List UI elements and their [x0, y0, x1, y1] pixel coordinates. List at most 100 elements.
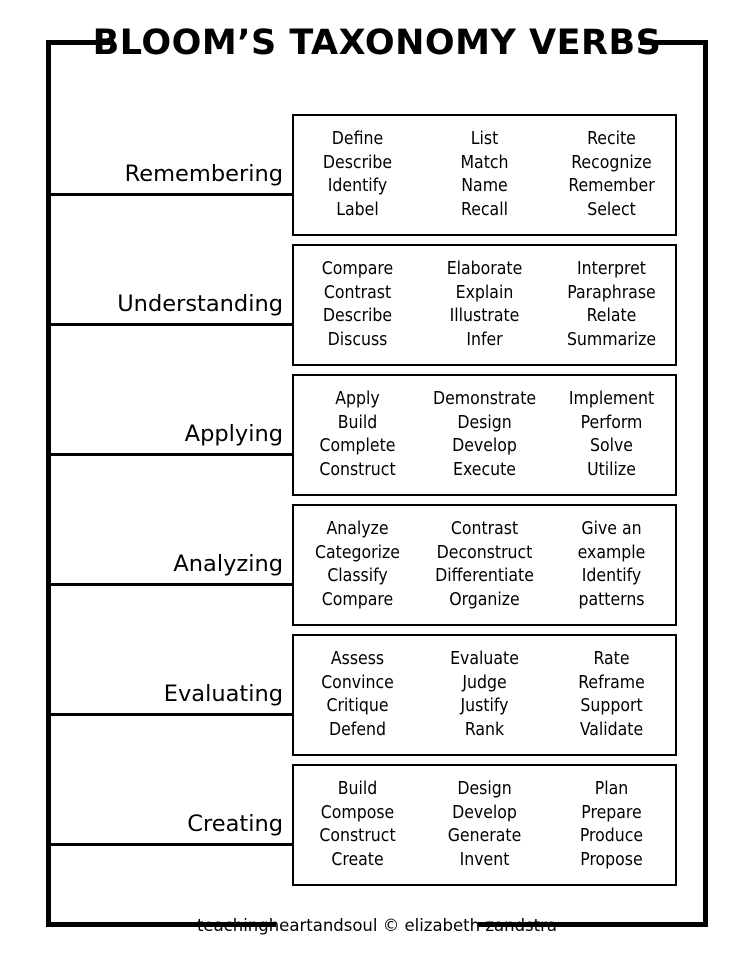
verb-item: Implement: [568, 389, 655, 409]
level-label-zone: Understanding: [46, 240, 297, 370]
verb-item: Convince: [321, 672, 394, 693]
verb-item: Discuss: [327, 329, 388, 350]
verb-item: Create: [331, 849, 384, 870]
verb-item: Invent: [459, 849, 510, 870]
level-divider-rule: [46, 193, 297, 196]
verb-item: Illustrate: [449, 306, 520, 326]
verb-item: Plan: [594, 779, 629, 799]
level-label: Evaluating: [163, 681, 283, 707]
level-divider-rule: [46, 843, 297, 846]
frame-left-edge: [46, 40, 51, 927]
verb-item: Explain: [455, 282, 514, 303]
verb-item: Identify: [327, 176, 388, 196]
verb-item: Categorize: [315, 542, 400, 563]
level-label: Remembering: [124, 161, 283, 187]
verb-item: Label: [336, 199, 379, 220]
verb-item: Compose: [320, 802, 395, 823]
verb-item: Differentiate: [435, 566, 534, 586]
verb-item: Assess: [330, 649, 385, 669]
verb-item: Compare: [321, 259, 394, 279]
verb-item: Rank: [464, 719, 505, 740]
verb-item: Organize: [449, 589, 520, 610]
level-label-zone: Applying: [46, 370, 297, 500]
verb-item: Apply: [335, 389, 380, 409]
verb-item: Analyze: [326, 519, 389, 539]
frame-right-edge: [703, 40, 708, 927]
verb-item: Develop: [452, 436, 517, 456]
verb-item: Demonstrate: [432, 389, 537, 409]
verb-item: Perform: [580, 412, 643, 433]
level-divider-rule: [46, 583, 297, 586]
verb-item: Deconstruct: [436, 542, 533, 563]
level-label-zone: Remembering: [46, 110, 297, 240]
verb-item: Describe: [322, 306, 393, 326]
verb-item: Recognize: [571, 152, 652, 173]
verb-item: Generate: [447, 826, 522, 846]
verb-item: Remember: [568, 176, 655, 196]
level-label: Understanding: [117, 291, 283, 317]
verb-item: Build: [337, 412, 378, 433]
verb-item: Identify patterns: [578, 566, 645, 610]
verb-item: Complete: [319, 436, 396, 456]
verb-item: Critique: [326, 696, 389, 716]
level-divider-rule: [46, 713, 297, 716]
level-divider-rule: [46, 323, 297, 326]
verb-item: Validate: [579, 719, 644, 740]
verb-item: Evaluate: [450, 649, 519, 669]
verb-item: Define: [331, 129, 384, 149]
level-label-zone: Analyzing: [46, 500, 297, 630]
frame-top-left-segment: [46, 40, 114, 45]
verb-item: Develop: [452, 802, 517, 823]
verb-item: List: [470, 129, 499, 149]
verb-item: Design: [457, 412, 512, 433]
verb-item: Produce: [579, 826, 644, 846]
verb-item: Name: [461, 176, 508, 196]
verb-item: Justify: [460, 696, 509, 716]
verb-item: Match: [460, 152, 509, 173]
verb-item: Reframe: [578, 672, 645, 693]
verb-item: Solve: [589, 436, 633, 456]
verb-item: Recall: [461, 199, 508, 220]
verb-item: Propose: [580, 849, 643, 870]
verb-item: Recite: [587, 129, 636, 149]
verb-item: Prepare: [581, 802, 642, 823]
verb-item: Construct: [319, 459, 396, 480]
verb-item: Contrast: [450, 519, 519, 539]
verb-item: Elaborate: [446, 259, 523, 279]
level-divider-rule: [46, 453, 297, 456]
verb-item: Infer: [466, 329, 503, 350]
verb-item: Give an example: [577, 519, 646, 563]
verb-item: Contrast: [323, 282, 392, 303]
frame-bottom-left-segment: [46, 922, 276, 927]
verb-item: Execute: [453, 459, 516, 480]
level-label: Creating: [187, 811, 283, 837]
verb-item: Construct: [319, 826, 396, 846]
level-label: Analyzing: [173, 551, 283, 577]
verb-item: Rate: [593, 649, 630, 669]
verb-item: Build: [337, 779, 378, 799]
